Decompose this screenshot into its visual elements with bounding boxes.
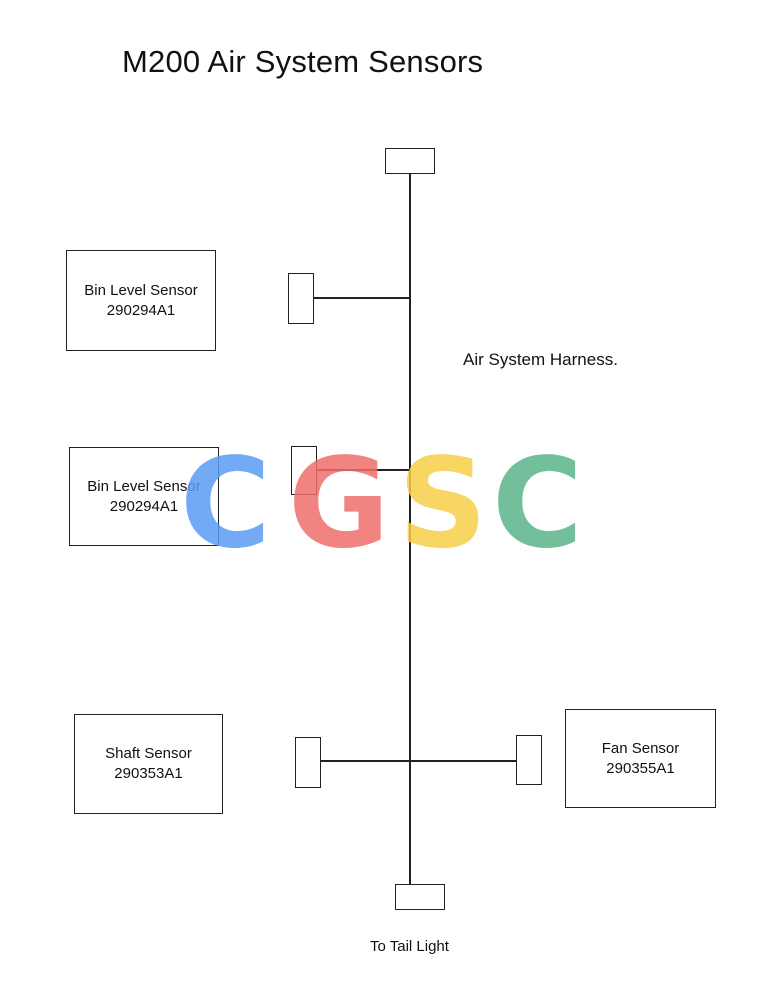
harness-bottom-connector <box>395 884 445 910</box>
sensor-part-number: 290353A1 <box>114 765 183 782</box>
fan-sensor-connector <box>516 735 542 785</box>
sensor-name: Bin Level Sensor <box>84 281 198 299</box>
sensor-part-number: 290294A1 <box>106 301 176 319</box>
fan-sensor: Fan Sensor 290355A1 <box>565 709 716 808</box>
bin-level-sensor-1: Bin Level Sensor 290294A1 <box>66 250 216 351</box>
bin-level-sensor-2-wire <box>317 469 410 471</box>
shaft-sensor-connector <box>295 737 321 788</box>
sensor-name: Shaft Sensor <box>105 745 192 762</box>
watermark-letter-s: S <box>398 448 487 558</box>
sensor-name: Fan Sensor <box>601 739 680 757</box>
shaft-fan-wire <box>321 760 516 762</box>
harness-label: Air System Harness. <box>463 350 618 369</box>
bin-level-sensor-1-connector <box>288 273 314 324</box>
bin-level-sensor-1-wire <box>314 297 410 299</box>
diagram-title: M200 Air System Sensors <box>122 44 484 79</box>
tail-light-label: To Tail Light <box>370 938 449 955</box>
cgsc-watermark-logo: C G S C <box>180 448 583 558</box>
sensor-part-number: 290355A1 <box>606 759 675 777</box>
harness-main-line <box>409 174 411 884</box>
watermark-letter-c2: C <box>492 448 583 558</box>
bin-level-sensor-2: Bin Level Sensor 290294A1 <box>69 447 219 546</box>
sensor-part-number: 290294A1 <box>109 497 179 515</box>
shaft-sensor: Shaft Sensor 290353A1 <box>74 714 223 814</box>
sensor-name: Bin Level Sensor <box>87 477 201 495</box>
bin-level-sensor-2-connector <box>291 446 317 495</box>
harness-top-connector <box>385 148 435 174</box>
